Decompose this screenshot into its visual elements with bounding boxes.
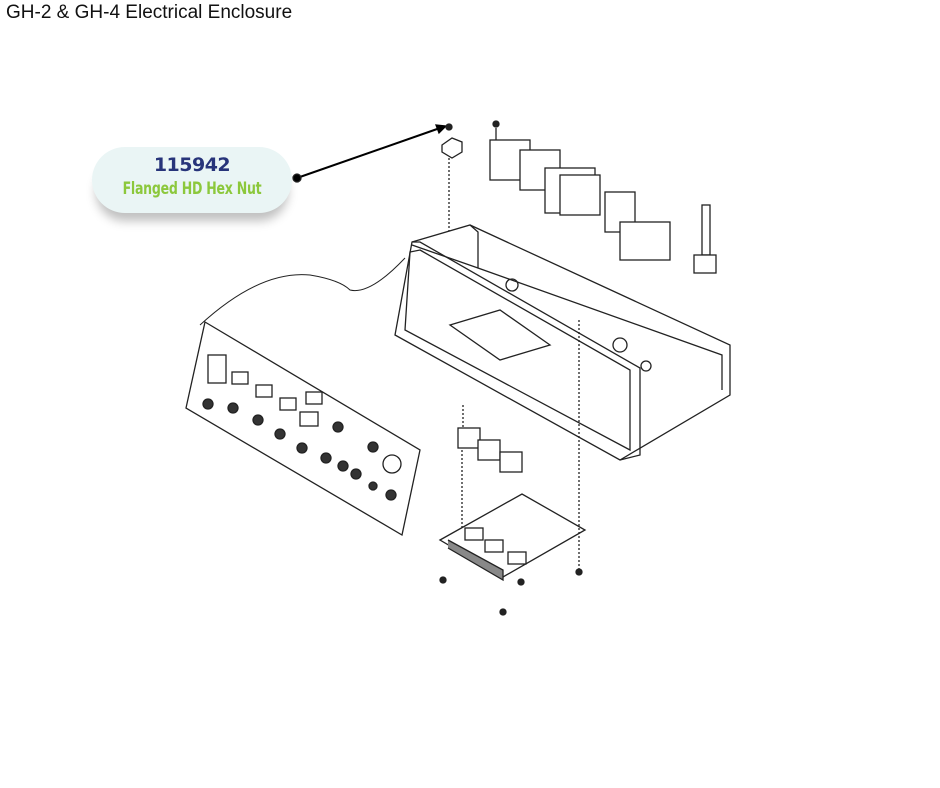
part-number: 115942 — [153, 154, 231, 176]
callout-leader-arrow — [292, 124, 448, 183]
part-callout: 115942 Flanged HD Hex Nut — [92, 147, 292, 213]
terminal-post — [693, 204, 717, 274]
heatsink-board — [438, 320, 587, 616]
din-rail-components — [489, 120, 671, 261]
part-name: Flanged HD Hex Nut — [122, 179, 262, 199]
page-title: GH-2 & GH-4 Electrical Enclosure — [6, 2, 293, 23]
ground-wire — [199, 257, 406, 326]
enclosure-body — [394, 224, 731, 461]
front-control-panel — [185, 320, 421, 537]
solid-state-relays — [457, 405, 523, 535]
